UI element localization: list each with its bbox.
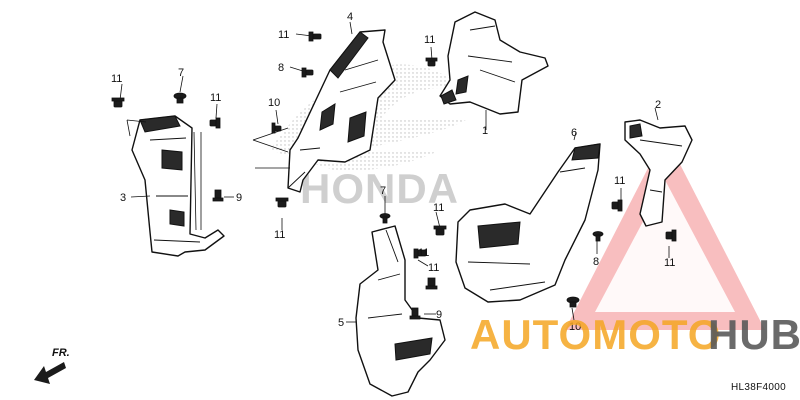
screw-icon xyxy=(425,277,438,290)
bolt-icon xyxy=(413,248,427,259)
part-3-cover xyxy=(131,115,225,257)
screw-icon xyxy=(409,307,421,320)
front-marker-label: FR. xyxy=(52,347,70,359)
callout-part-11: 11 xyxy=(428,262,439,274)
callout-part-11: 11 xyxy=(664,257,675,269)
bolt-icon xyxy=(275,197,289,208)
watermark-brand-part1: AUTOMOTO xyxy=(470,311,721,358)
part-6-cover xyxy=(455,143,601,303)
bolt-icon xyxy=(665,229,677,242)
callout-part-8: 8 xyxy=(278,62,284,74)
bolt-icon xyxy=(433,225,447,236)
drawing-code: HL38F4000 xyxy=(731,382,786,393)
callout-part-5: 5 xyxy=(338,317,344,329)
callout-part-11: 11 xyxy=(433,202,444,214)
part-2-bracket xyxy=(624,119,693,227)
screw-icon xyxy=(173,92,187,104)
bolt-icon xyxy=(271,122,282,134)
screw-icon xyxy=(212,189,224,202)
callout-part-6: 6 xyxy=(571,127,577,139)
front-arrow-icon: FR. xyxy=(34,347,70,384)
callout-part-7: 7 xyxy=(178,67,184,79)
callout-part-11: 11 xyxy=(614,175,625,187)
callout-part-8: 8 xyxy=(593,256,599,268)
bolt-icon xyxy=(209,117,221,129)
callout-part-11: 11 xyxy=(424,34,435,46)
callout-part-11: 11 xyxy=(210,92,221,104)
callout-part-9: 9 xyxy=(436,309,442,321)
callout-part-10: 10 xyxy=(268,97,280,109)
bolt-icon xyxy=(611,199,623,212)
screw-icon xyxy=(379,213,391,224)
part-1-cover xyxy=(439,11,549,115)
callout-part-11: 11 xyxy=(418,247,429,259)
bolt-icon xyxy=(308,31,322,42)
callout-part-11: 11 xyxy=(278,29,289,41)
bolt-icon xyxy=(425,57,438,67)
callout-labels: 4 11 8 10 11 7 11 3 9 11 1 6 2 11 7 11 1… xyxy=(111,11,675,333)
callout-part-2: 2 xyxy=(655,99,661,111)
callout-part-11: 11 xyxy=(274,229,285,241)
callout-part-3: 3 xyxy=(120,192,126,204)
watermark-wordmark: AUTOMOTO HUB xyxy=(470,311,800,358)
callout-part-4: 4 xyxy=(347,11,353,23)
part-4-cover xyxy=(287,29,396,193)
watermark-brand-part2: HUB xyxy=(708,311,800,358)
watermark-triangle-icon xyxy=(565,135,765,330)
callout-part-9: 9 xyxy=(236,192,242,204)
callout-part-10: 10 xyxy=(569,321,581,333)
screw-icon xyxy=(566,296,580,308)
fasteners xyxy=(111,31,677,320)
screw-icon xyxy=(592,231,604,242)
honda-logo-text: HONDA xyxy=(300,165,459,212)
part-5-cover xyxy=(355,225,446,397)
callout-part-11: 11 xyxy=(111,73,122,85)
bolt-icon xyxy=(301,67,314,78)
callout-part-7: 7 xyxy=(380,185,386,197)
bolt-icon xyxy=(111,97,125,108)
callout-part-1: 1 xyxy=(482,125,488,137)
